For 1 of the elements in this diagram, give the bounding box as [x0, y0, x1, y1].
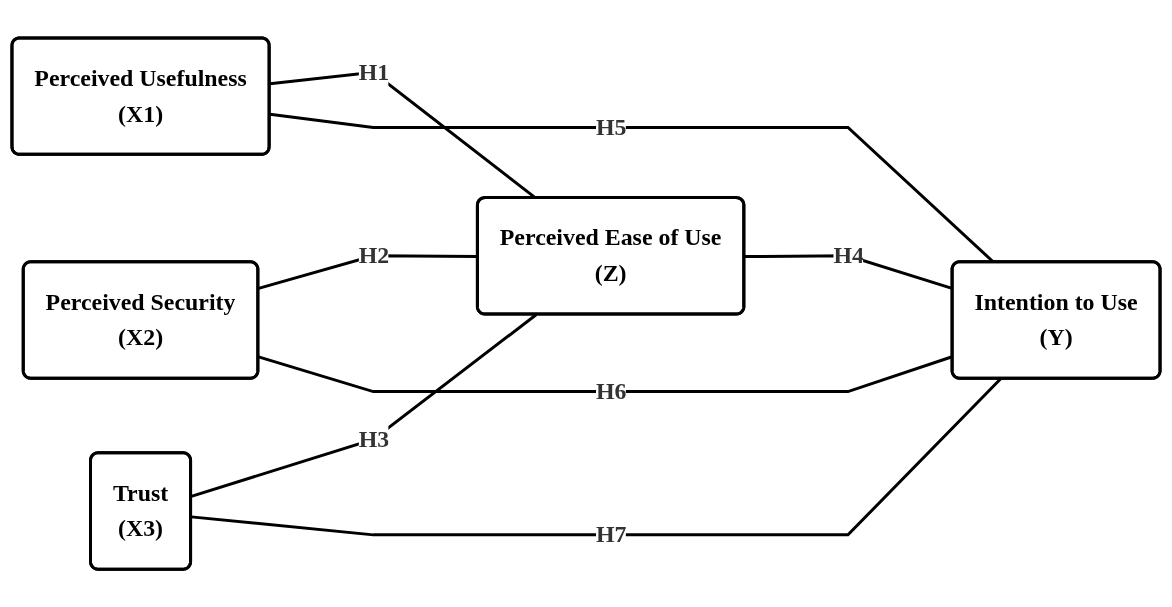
connector: [190, 313, 537, 498]
